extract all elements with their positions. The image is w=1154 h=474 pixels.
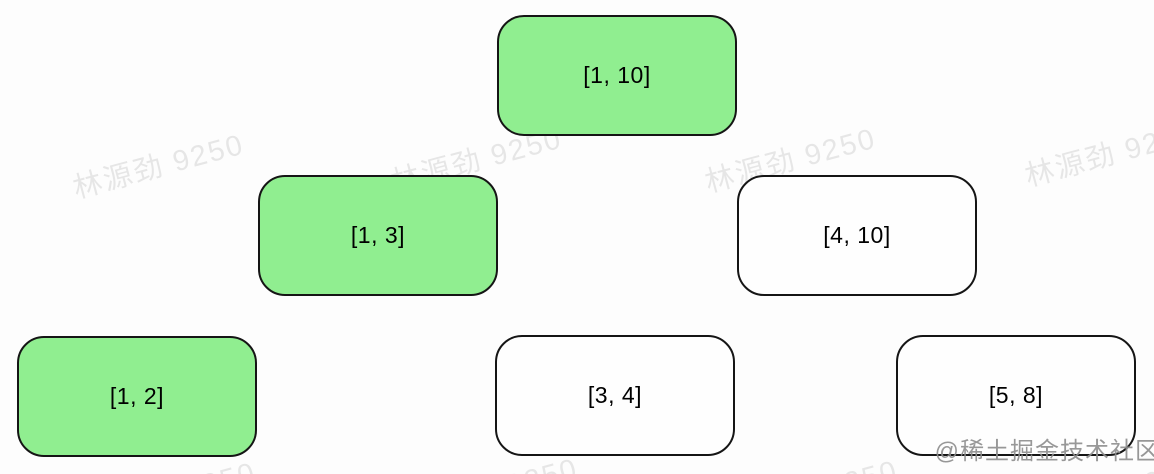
tree-node-5-8: [5, 8] xyxy=(896,335,1136,456)
tree-node-1-10: [1, 10] xyxy=(497,15,737,136)
tree-node-label: [5, 8] xyxy=(988,382,1044,408)
tree-node-label: [4, 10] xyxy=(823,222,891,248)
tree-node-1-3: [1, 3] xyxy=(258,175,498,296)
tree-node-label: [3, 4] xyxy=(587,382,643,408)
tree-node-label: [1, 2] xyxy=(109,383,165,409)
watermark-text: 林源劲 9250 xyxy=(1021,116,1154,194)
tree-node-4-10: [4, 10] xyxy=(737,175,977,296)
attribution-watermark: @稀土掘金技术社区 xyxy=(934,438,1154,465)
watermark-text: 林源劲 9250 xyxy=(722,447,902,474)
tree-node-3-4: [3, 4] xyxy=(495,335,735,456)
tree-node-1-2: [1, 2] xyxy=(17,336,257,457)
tree-node-label: [1, 10] xyxy=(583,62,651,88)
tree-node-label: [1, 3] xyxy=(350,222,406,248)
watermark-text: 林源劲 9250 xyxy=(69,128,248,206)
